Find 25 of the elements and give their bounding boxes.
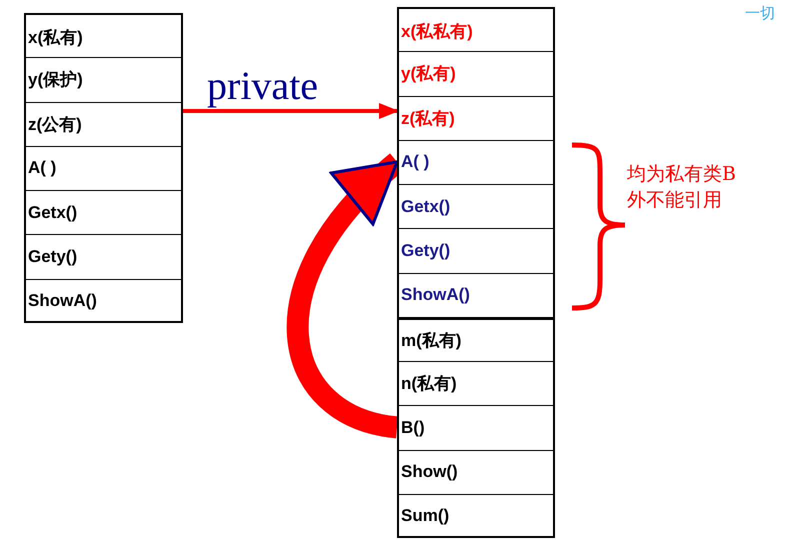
table-cell: y(私有) [399,51,553,96]
table-cell: Gety() [26,234,181,279]
table-box [24,13,183,323]
table-cell: Show() [399,450,553,494]
note-text: 均为私有类B外不能引用 [627,162,737,213]
table-cell: Gety() [399,228,553,272]
table-cell: ShowA() [26,278,181,323]
table-cell: A( ) [399,140,553,184]
table-cell: m(私有) [399,316,553,361]
table-cell: B() [399,405,553,450]
table-cell: n(私有) [399,361,553,406]
table-cell: y(保护) [26,57,181,102]
table-cell: x(私私有) [399,9,553,54]
table-cell: x(私有) [26,15,181,60]
table-cell: z(私有) [399,96,553,140]
table-cell: Getx() [399,184,553,228]
table-cell: Getx() [26,190,181,234]
arrow [183,103,399,119]
handwritten-note: 一切 [745,3,776,24]
table-box [397,7,555,538]
table-cell: ShowA() [399,272,553,317]
table-cell: A( ) [26,146,181,190]
edge-label: private [207,62,318,109]
table-cell: z(公有) [26,102,181,146]
table-cell: Sum() [399,494,553,538]
